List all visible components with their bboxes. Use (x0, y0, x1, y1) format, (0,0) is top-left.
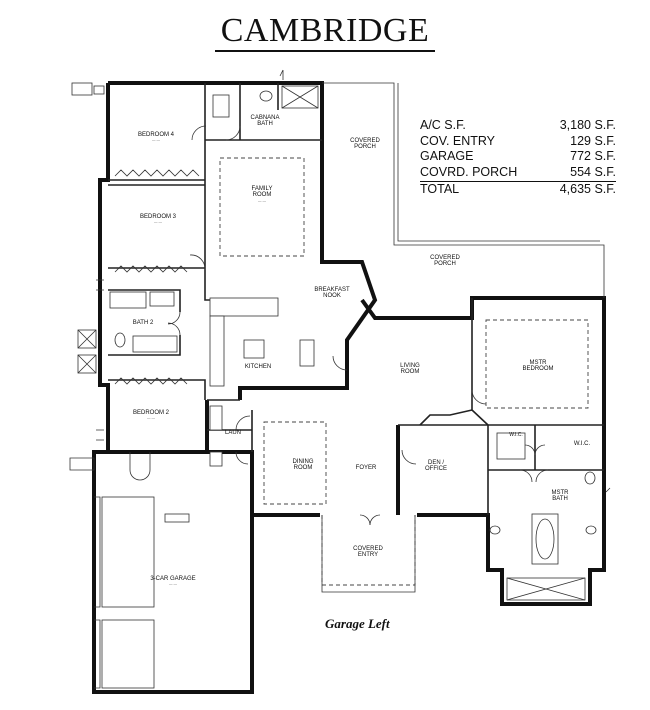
area-value: 554 S.F. (570, 164, 616, 179)
label-covered-porch-2a: COVERED (430, 255, 460, 261)
closet-doors (114, 169, 200, 385)
covered-porch-outline (321, 82, 605, 593)
label-bedroom-4: BEDROOM 4 (138, 132, 175, 138)
label-mstr-bedroom-1: MSTR (530, 360, 548, 366)
area-row: GARAGE 772 S.F. (420, 149, 616, 165)
garage-details (69, 452, 190, 689)
area-label: A/C S.F. (420, 118, 466, 132)
plan-title-text: CAMBRIDGE (214, 12, 436, 52)
label-foyer: FOYER (356, 465, 377, 471)
label-cabana-bath-2: BATH (257, 121, 273, 127)
label-bedroom-3: BEDROOM 3 (140, 214, 177, 220)
area-row: COVRD. PORCH 554 S.F. (420, 165, 616, 181)
area-row: COV. ENTRY 129 S.F. (420, 134, 616, 150)
label-laun: LAUN (225, 430, 241, 436)
label-covered-entry-2: ENTRY (358, 552, 378, 558)
dim-bedroom-4: — — (152, 138, 160, 142)
area-label: COV. ENTRY (420, 133, 496, 148)
room-labels: BEDROOM 4 — — CABNANA BATH COVERED PORCH… (133, 115, 591, 586)
dim-bedroom-2: — — (147, 416, 155, 420)
area-value: 772 S.F. (570, 149, 616, 163)
area-label: GARAGE (420, 149, 474, 163)
area-label: COVRD. PORCH (420, 164, 518, 179)
interior-walls (108, 83, 604, 515)
area-total-value: 4,635 S.F. (559, 182, 616, 196)
plan-caption: Garage Left (325, 616, 390, 631)
label-wic: W.I.C. (574, 441, 591, 447)
label-kitchen: KITCHEN (245, 364, 271, 370)
label-breakfast-2: NOOK (323, 293, 341, 299)
label-bedroom-2: BEDROOM 2 (133, 410, 170, 416)
label-living-2: ROOM (401, 369, 420, 375)
area-value: 129 S.F. (570, 133, 616, 148)
plan-title: CAMBRIDGE (0, 12, 650, 52)
area-total-label: TOTAL (420, 182, 460, 196)
misc-marks (96, 69, 611, 493)
label-dining-1: DINING (293, 459, 314, 465)
label-covered-porch-1b: PORCH (354, 144, 376, 150)
label-cabana-bath-1: CABNANA (250, 115, 279, 121)
label-wic-small: W.I.C. (509, 432, 523, 438)
label-breakfast-1: BREAKFAST (314, 287, 350, 293)
label-living-1: LIVING (400, 363, 420, 369)
fixtures (109, 85, 597, 601)
label-mstr-bedroom-2: BEDROOM (522, 366, 553, 372)
doors (129, 125, 549, 526)
label-dining-2: ROOM (294, 465, 313, 471)
ac-units (71, 82, 105, 374)
area-total-row: TOTAL 4,635 S.F. (420, 181, 616, 198)
dim-bedroom-3: — — (154, 220, 162, 224)
area-row: A/C S.F. 3,180 S.F. (420, 118, 616, 134)
label-covered-porch-1a: COVERED (350, 138, 380, 144)
label-den-1: DEN / (428, 460, 444, 466)
label-garage: 3-CAR GARAGE (150, 576, 195, 582)
label-family-room-1: FAMILY (252, 186, 273, 192)
area-summary: A/C S.F. 3,180 S.F. COV. ENTRY 129 S.F. … (420, 118, 616, 198)
dim-family-room: — — (258, 199, 266, 203)
label-bath-2: BATH 2 (133, 320, 154, 326)
label-covered-entry-1: COVERED (353, 546, 383, 552)
label-den-2: OFFICE (425, 466, 447, 472)
label-mstr-bath-2: BATH (552, 496, 568, 502)
dim-garage: — — (169, 582, 177, 586)
label-family-room-2: ROOM (253, 192, 272, 198)
label-covered-porch-2b: PORCH (434, 261, 456, 267)
label-mstr-bath-1: MSTR (552, 490, 570, 496)
area-value: 3,180 S.F. (559, 118, 616, 132)
